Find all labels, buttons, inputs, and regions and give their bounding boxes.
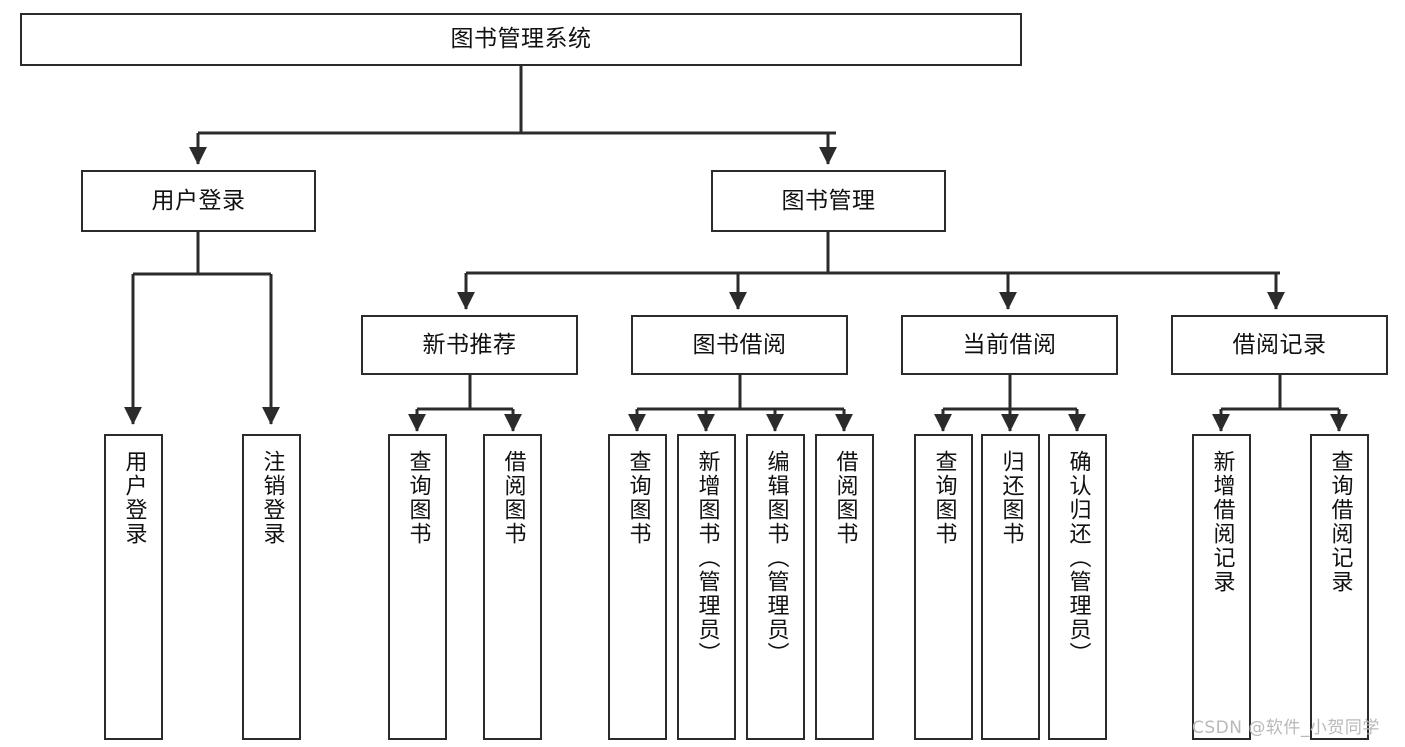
leaf-label: 新增图书（管理员） — [694, 450, 720, 666]
node-user-login[interactable]: 用户登录 — [81, 170, 316, 232]
leaf-user-login-signin[interactable]: 用户登录 — [104, 434, 163, 740]
node-current-borrow[interactable]: 当前借阅 — [901, 315, 1118, 375]
leaf-current-query-book[interactable]: 查询图书 — [914, 434, 973, 740]
leaf-current-return-book[interactable]: 归还图书 — [981, 434, 1040, 740]
leaf-label: 查询借阅记录 — [1327, 450, 1353, 594]
leaf-user-login-signout[interactable]: 注销登录 — [242, 434, 301, 740]
leaf-record-query-record[interactable]: 查询借阅记录 — [1310, 434, 1369, 740]
leaf-recommend-query-book[interactable]: 查询图书 — [388, 434, 447, 740]
leaf-recommend-borrow-book[interactable]: 借阅图书 — [483, 434, 542, 740]
leaf-label: 查询图书 — [625, 450, 651, 546]
leaf-label: 查询图书 — [405, 450, 431, 546]
leaf-label: 查询图书 — [931, 450, 957, 546]
leaf-record-add-record[interactable]: 新增借阅记录 — [1192, 434, 1251, 740]
leaf-label: 借阅图书 — [832, 450, 858, 546]
node-borrow-record[interactable]: 借阅记录 — [1171, 315, 1388, 375]
node-root-label: 图书管理系统 — [450, 26, 592, 53]
leaf-label: 编辑图书（管理员） — [763, 450, 789, 666]
leaf-borrow-add-book[interactable]: 新增图书（管理员） — [677, 434, 736, 740]
node-new-book-recommend-label: 新书推荐 — [422, 331, 517, 358]
node-root[interactable]: 图书管理系统 — [20, 13, 1022, 66]
leaf-label: 用户登录 — [121, 450, 147, 546]
leaf-borrow-edit-book[interactable]: 编辑图书（管理员） — [746, 434, 805, 740]
node-book-borrow-label: 图书借阅 — [692, 331, 787, 358]
leaf-borrow-borrow-book[interactable]: 借阅图书 — [815, 434, 874, 740]
node-book-borrow[interactable]: 图书借阅 — [631, 315, 848, 375]
node-new-book-recommend[interactable]: 新书推荐 — [361, 315, 578, 375]
leaf-label: 确认归还（管理员） — [1065, 450, 1091, 666]
node-book-management-label: 图书管理 — [781, 187, 876, 214]
leaf-borrow-query-book[interactable]: 查询图书 — [608, 434, 667, 740]
node-user-login-label: 用户登录 — [151, 187, 246, 214]
node-borrow-record-label: 借阅记录 — [1232, 331, 1327, 358]
leaf-label: 归还图书 — [998, 450, 1024, 546]
node-current-borrow-label: 当前借阅 — [962, 331, 1057, 358]
leaf-label: 借阅图书 — [500, 450, 526, 546]
watermark: CSDN @软件_小贺同学 — [1192, 718, 1380, 738]
leaf-label: 注销登录 — [259, 450, 285, 546]
node-book-management[interactable]: 图书管理 — [711, 170, 946, 232]
leaf-current-confirm-return[interactable]: 确认归还（管理员） — [1048, 434, 1107, 740]
leaf-label: 新增借阅记录 — [1209, 450, 1235, 594]
